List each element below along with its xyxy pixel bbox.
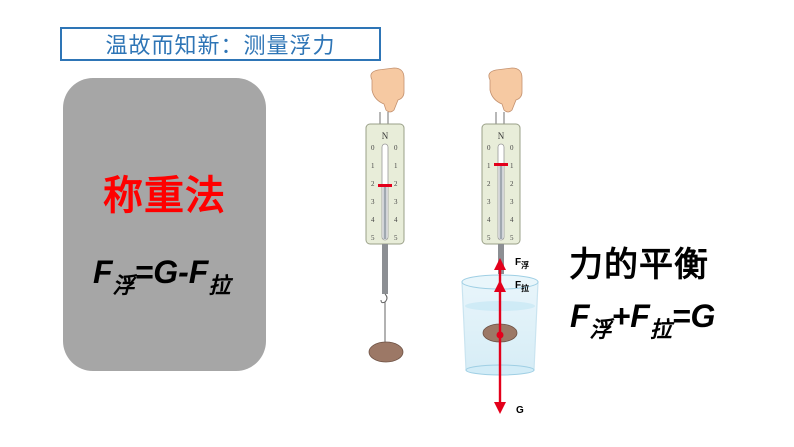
svg-text:3: 3	[371, 198, 375, 206]
svg-text:N: N	[498, 131, 505, 141]
svg-text:N: N	[382, 131, 389, 141]
svg-text:5: 5	[487, 234, 491, 242]
right-spring-scale: N 0 0 1 1 2 2 3 3 4 4 5 5	[461, 67, 539, 414]
gravity-label: G	[516, 405, 524, 416]
svg-text:3: 3	[510, 198, 514, 206]
svg-text:1: 1	[487, 162, 491, 170]
title-box: 温故而知新：测量浮力	[60, 27, 381, 61]
svg-text:0: 0	[371, 144, 375, 152]
buoyancy-label: F浮	[515, 257, 530, 270]
svg-text:4: 4	[510, 216, 514, 224]
svg-text:5: 5	[510, 234, 514, 242]
svg-text:5: 5	[394, 234, 398, 242]
hand-icon	[370, 67, 405, 113]
svg-text:2: 2	[487, 180, 491, 188]
tension-arrow-head	[494, 280, 506, 292]
slide-title: 温故而知新：测量浮力	[105, 34, 336, 59]
tension-label: F拉	[515, 280, 530, 293]
weighing-formula: F浮=G-F拉	[93, 254, 231, 299]
svg-text:1: 1	[394, 162, 398, 170]
svg-text:0: 0	[487, 144, 491, 152]
force-balance-title: 力的平衡	[569, 245, 709, 285]
svg-text:5: 5	[371, 234, 375, 242]
svg-text:4: 4	[394, 216, 398, 224]
balance-formula: F浮+F拉=G	[570, 298, 716, 343]
method-title: 称重法	[103, 173, 226, 219]
svg-text:2: 2	[510, 180, 514, 188]
svg-text:4: 4	[487, 216, 491, 224]
hand-icon	[488, 67, 523, 113]
svg-text:1: 1	[371, 162, 375, 170]
svg-text:3: 3	[487, 198, 491, 206]
svg-text:0: 0	[394, 144, 398, 152]
force-arrows	[494, 258, 506, 414]
svg-text:1: 1	[510, 162, 514, 170]
svg-text:2: 2	[371, 180, 375, 188]
weighing-method-card: 称重法 F浮=G-F拉	[63, 78, 266, 371]
svg-text:4: 4	[371, 216, 375, 224]
svg-text:2: 2	[394, 180, 398, 188]
gravity-arrow-head	[494, 402, 506, 414]
left-spring-scale: N 0 0 1 1 2 2 3 3 4 4 5 5	[365, 67, 405, 363]
stone-icon	[368, 341, 404, 363]
svg-text:0: 0	[510, 144, 514, 152]
svg-text:3: 3	[394, 198, 398, 206]
buoyancy-arrow-head	[494, 258, 506, 270]
